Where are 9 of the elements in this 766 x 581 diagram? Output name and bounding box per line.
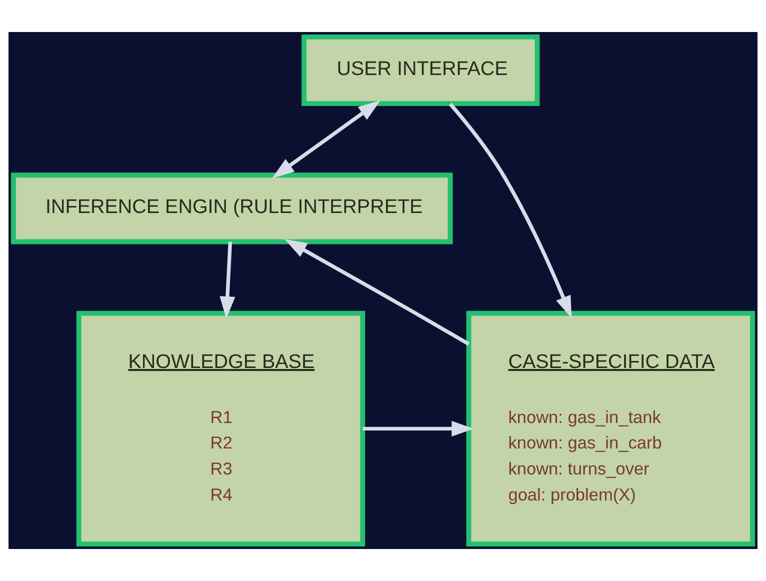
node-box: KNOWLEDGE BASE R1 R2 R3 R4 xyxy=(76,310,366,547)
arrow xyxy=(284,239,470,346)
node-box: USER INTERFACE xyxy=(302,34,540,106)
node-box: CASE-SPECIFIC DATA known: gas_in_tank known: gas_in_carb known: turns_over goal: problem(X) xyxy=(466,310,756,547)
arrow xyxy=(448,102,572,318)
arrow xyxy=(272,100,380,178)
node-box: INFERENCE ENGIN (RULE INTERPRETE xyxy=(10,172,453,244)
arrow xyxy=(220,242,236,319)
arrow xyxy=(362,420,474,436)
